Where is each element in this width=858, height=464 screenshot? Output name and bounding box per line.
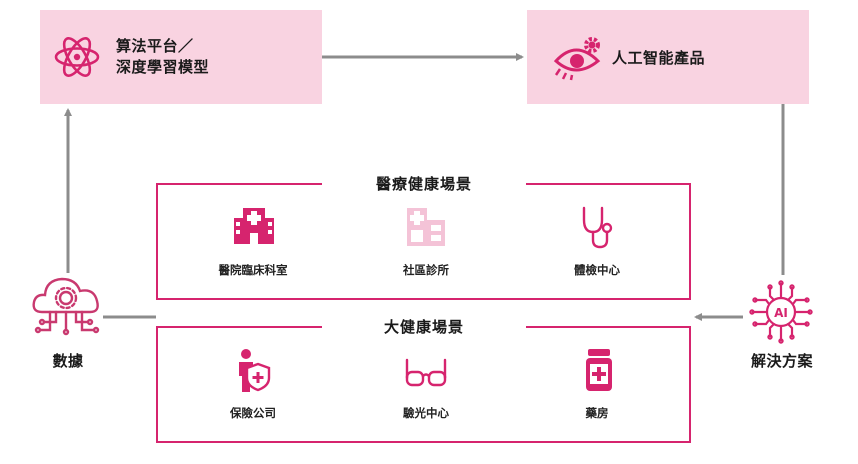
atom-icon [53, 33, 101, 81]
medicine-bottle-icon [585, 348, 613, 392]
scene-item-optometry: 驗光中心 [403, 406, 449, 420]
cloud-gear-icon [30, 274, 106, 342]
solution-label: 解決方案 [750, 352, 813, 370]
scene-item-hospital: 醫院臨床科室 [218, 263, 288, 277]
stethoscope-icon [580, 206, 614, 250]
clinic-icon [405, 206, 447, 248]
scene-item-pharmacy: 藥房 [585, 406, 609, 420]
scene-item-insurance: 保險公司 [230, 406, 276, 420]
glasses-icon [404, 358, 448, 388]
svg-text:AI: AI [774, 306, 788, 320]
scene-item-checkup-center: 體檢中心 [574, 263, 620, 277]
medical-scene-title: 醫療健康場景 [322, 173, 526, 195]
insurance-shield-icon [236, 348, 272, 394]
ai-chip-icon: AI [748, 280, 814, 344]
data-label: 數據 [52, 352, 84, 370]
hospital-icon [234, 206, 274, 244]
health-scene-title: 大健康場景 [322, 316, 526, 338]
scene-item-clinic: 社區診所 [403, 263, 449, 277]
ai-products-label: 人工智能產品 [612, 49, 706, 67]
algorithm-platform-label: 算法平台／ 深度學習模型 [116, 37, 210, 76]
eye-gear-icon [552, 33, 606, 81]
